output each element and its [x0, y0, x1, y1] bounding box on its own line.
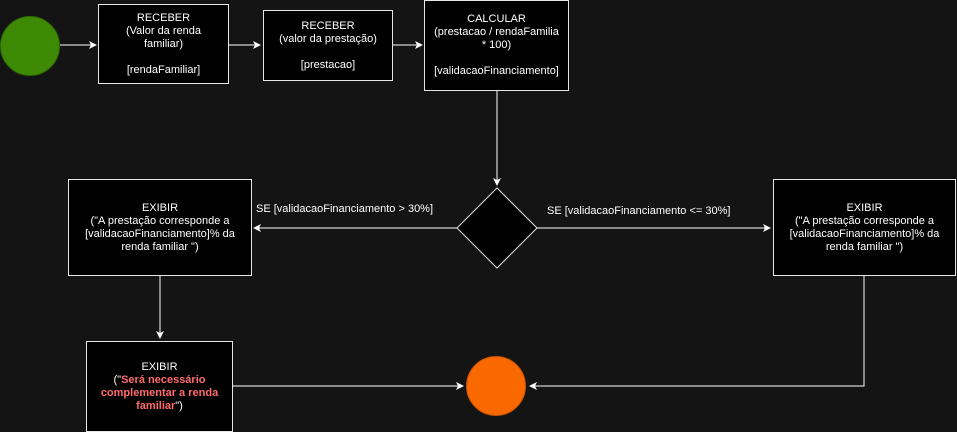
- decision-diamond: [456, 187, 538, 269]
- exibir-right-node: EXIBIR ("A prestação corresponde a [vali…: [773, 179, 956, 276]
- exibir-left-line1: ("A prestação corresponde a: [90, 214, 230, 227]
- receber-renda-title: RECEBER: [136, 11, 191, 24]
- calcular-var: [validacaoFinanciamento]: [434, 65, 559, 77]
- exibir-left-line2: [validacaoFinanciamento]% da: [85, 227, 235, 240]
- edge-label-left-condition: SE [validacaoFinanciamento > 30%]: [256, 203, 434, 215]
- end-node: [466, 356, 526, 416]
- exibir-warning-title: EXIBIR: [141, 360, 178, 373]
- exibir-warning-close: "): [175, 399, 183, 412]
- receber-prestacao-var: [prestacao]: [300, 58, 356, 71]
- receber-renda-line2: familiar): [143, 37, 184, 50]
- receber-renda-var: [rendaFamiliar]: [126, 63, 201, 76]
- exibir-warning-line3: familiar"): [136, 400, 183, 413]
- edge-exibir-right-to-end: [529, 276, 865, 390]
- receber-renda-line1: (Valor da renda: [125, 24, 201, 37]
- exibir-warning-line1: ("Será necessário: [114, 374, 206, 387]
- exibir-warning-open: (": [113, 373, 122, 386]
- calcular-line1: (prestacao / rendaFamilia: [434, 26, 559, 38]
- exibir-right-line3: renda familiar "): [825, 240, 904, 253]
- receber-prestacao-title: RECEBER: [301, 19, 355, 32]
- exibir-right-title: EXIBIR: [846, 201, 883, 214]
- edge-label-right-condition: SE [validacaoFinanciamento <= 30%]: [547, 205, 731, 217]
- calcular-line2: * 100): [481, 39, 512, 51]
- receber-renda-node: RECEBER (Valor da renda familiar) [renda…: [98, 4, 229, 84]
- exibir-warning-text1: Será necessário: [121, 373, 206, 386]
- exibir-right-line2: [validacaoFinanciamento]% da: [789, 227, 940, 240]
- exibir-warning-text3: familiar: [136, 399, 176, 412]
- start-node: [0, 16, 60, 76]
- calcular-title: CALCULAR: [467, 13, 526, 25]
- exibir-left-node: EXIBIR ("A prestação corresponde a [vali…: [68, 179, 252, 276]
- exibir-warning-text2: complementar a renda: [100, 386, 219, 399]
- receber-prestacao-line1: (valor da prestação): [279, 32, 377, 45]
- exibir-left-line3: renda familiar "): [121, 240, 199, 253]
- exibir-left-title: EXIBIR: [141, 201, 179, 214]
- calcular-node: CALCULAR (prestacao / rendaFamilia * 100…: [424, 0, 569, 91]
- exibir-warning-node: EXIBIR ("Será necessário complementar a …: [86, 341, 233, 432]
- exibir-right-line1: ("A prestação corresponde a: [794, 214, 935, 227]
- receber-prestacao-node: RECEBER (valor da prestação) [prestacao]: [263, 10, 393, 81]
